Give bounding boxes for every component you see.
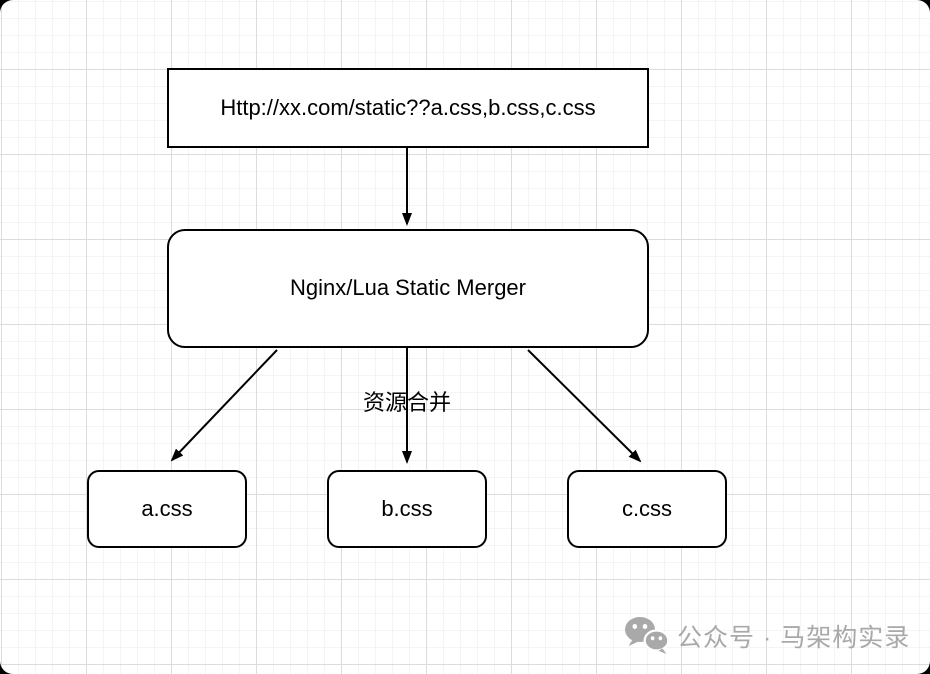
- node-merger-box: Nginx/Lua Static Merger: [167, 229, 649, 348]
- edge-merger-to-a: [170, 349, 278, 462]
- edge-merger-to-c: [527, 349, 642, 463]
- node-c-css-box: c.css: [567, 470, 727, 548]
- edge-label-merge: 资源合并: [362, 390, 452, 415]
- node-a-css-box: a.css: [87, 470, 247, 548]
- node-b-css-box: b.css: [327, 470, 487, 548]
- node-url-label: Http://xx.com/static??a.css,b.css,c.css: [220, 94, 596, 120]
- watermark: 公众号 · 马架构实录: [624, 616, 910, 655]
- watermark-text: 公众号 · 马架构实录: [677, 623, 911, 652]
- node-c-css-label: c.css: [621, 495, 673, 521]
- node-url-box: Http://xx.com/static??a.css,b.css,c.css: [167, 68, 649, 148]
- wechat-icon: [625, 617, 669, 654]
- node-b-css-label: b.css: [381, 495, 433, 521]
- node-merger-label: Nginx/Lua Static Merger: [290, 275, 526, 301]
- node-a-css-label: a.css: [141, 495, 193, 521]
